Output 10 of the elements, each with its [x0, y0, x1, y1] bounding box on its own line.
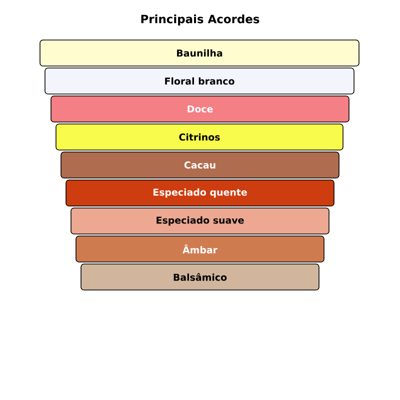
accord-bar: Balsâmico: [80, 264, 320, 290]
accord-bar: Citrinos: [56, 124, 344, 150]
accord-bar: Baunilha: [40, 40, 360, 66]
accord-bar: Doce: [50, 96, 350, 122]
accord-bar: Especiado quente: [66, 180, 334, 206]
accord-bar: Âmbar: [76, 236, 324, 262]
accord-bar: Floral branco: [44, 68, 354, 94]
accord-bar: Especiado suave: [70, 208, 330, 234]
accord-bar: Cacau: [60, 152, 340, 178]
title: Principais Acordes: [141, 14, 260, 26]
